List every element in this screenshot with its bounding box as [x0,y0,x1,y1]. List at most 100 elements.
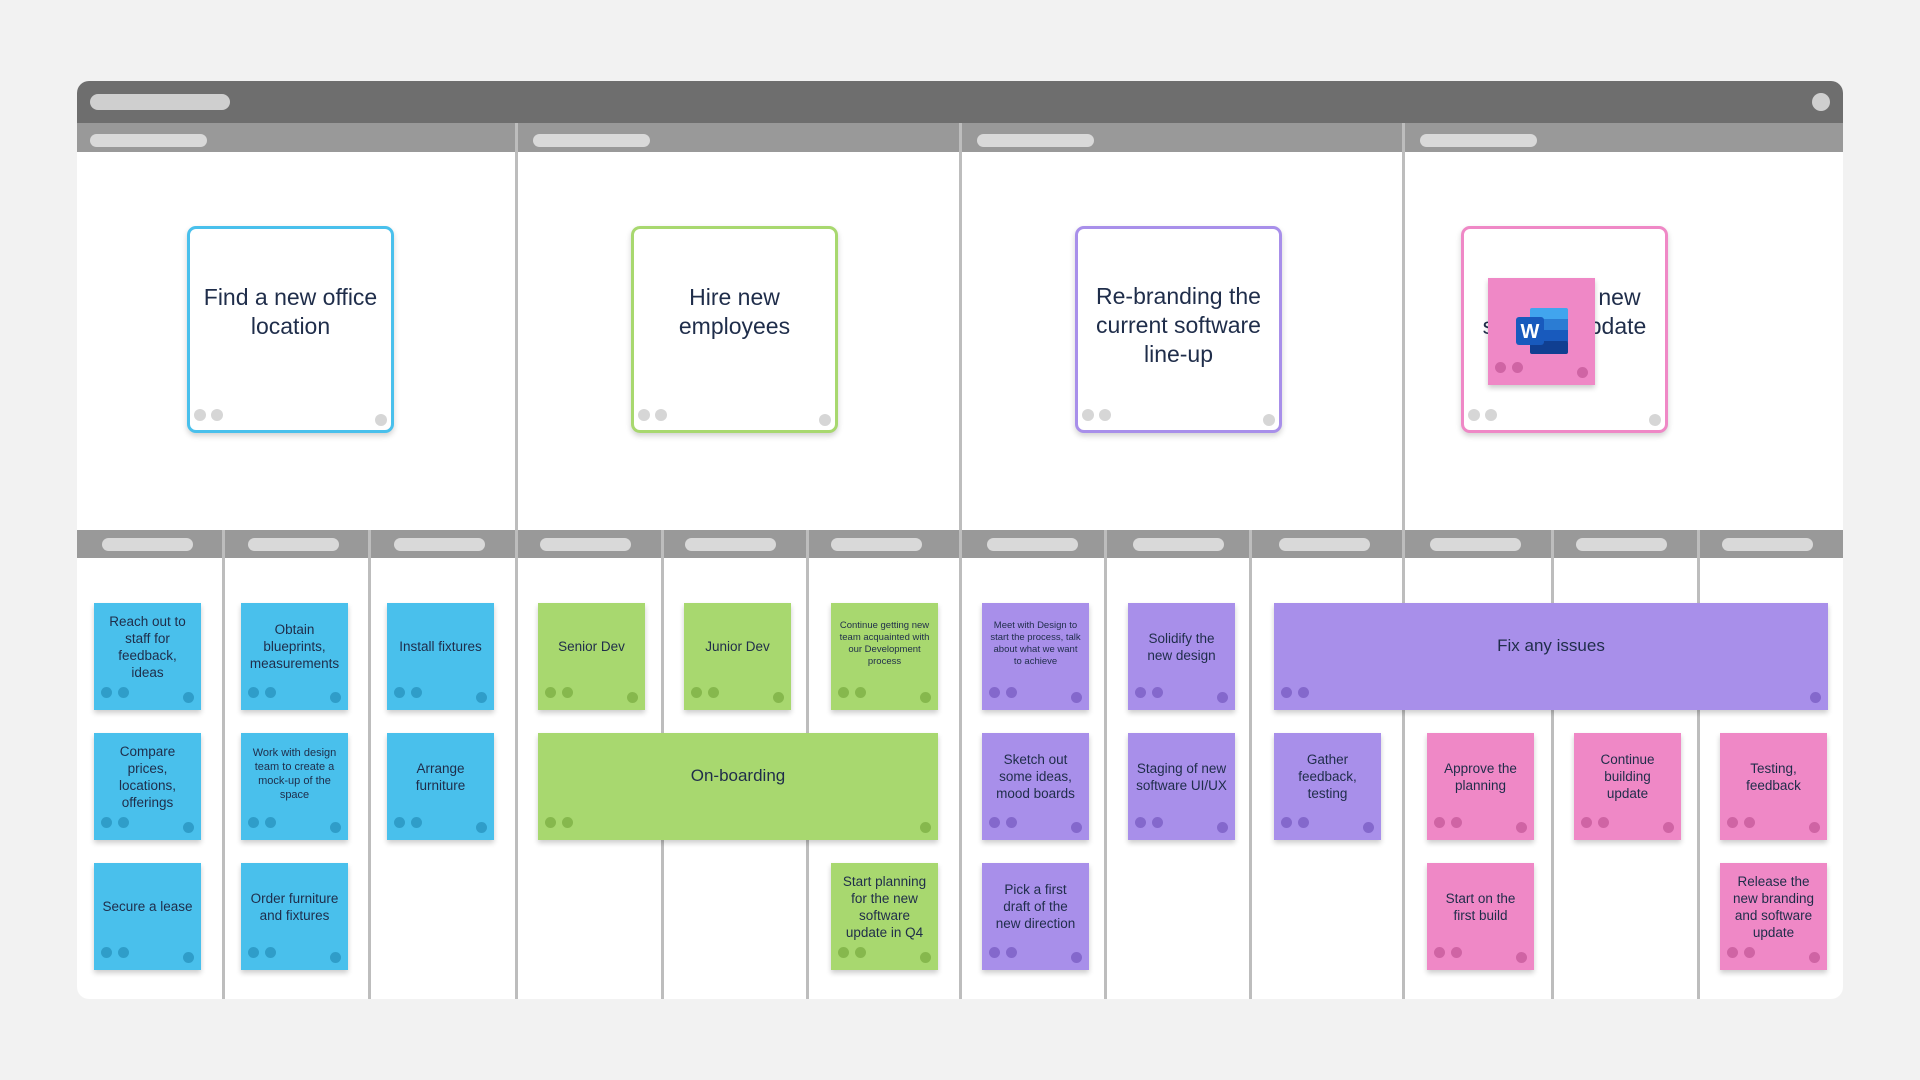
card-dot [1649,414,1661,426]
sticky-note[interactable]: Sketch out some ideas, mood boards [982,733,1089,840]
column-header-placeholder [248,538,339,551]
note-text: Solidify the new design [1147,630,1216,663]
column-header-placeholder [1133,538,1224,551]
sticky-note-wide[interactable]: Fix any issues [1274,603,1828,710]
column-header-placeholder [1576,538,1667,551]
note-text: Install fixtures [399,639,482,654]
note-text: Senior Dev [558,639,625,654]
note-text: Work with design team to create a mock-u… [252,746,337,801]
note-text: Testing, feedback [1746,760,1801,793]
column-header-placeholder [102,538,193,551]
column-divider [368,530,371,999]
sticky-note-wide[interactable]: On-boarding [538,733,938,840]
sticky-note[interactable]: Staging of new software UI/UX [1128,733,1235,840]
card-dot [211,409,223,421]
card-dot [1082,409,1094,421]
note-text: Gather feedback, testing [1298,752,1357,801]
card-dot [1099,409,1111,421]
sticky-note[interactable]: Secure a lease [94,863,201,970]
note-text: Arrange furniture [415,760,466,793]
column-header-placeholder [831,538,922,551]
sticky-note[interactable]: Approve the planning [1427,733,1534,840]
goal-title: Find a new office location [203,283,378,339]
note-text: Reach out to staff for feedback, ideas [109,613,186,680]
note-text: Pick a first draft of the new direction [995,882,1076,931]
sticky-note[interactable]: Senior Dev [538,603,645,710]
sticky-note[interactable]: Arrange furniture [387,733,494,840]
note-text: Fix any issues [1497,636,1605,655]
column-divider [222,530,225,999]
card-dot [655,409,667,421]
goal-title: Re-branding the current software line-up [1096,283,1261,367]
sticky-note[interactable]: Meet with Design to start the process, t… [982,603,1089,710]
sticky-note[interactable]: Testing, feedback [1720,733,1827,840]
note-text: On-boarding [690,766,786,785]
column-header-placeholder [1430,538,1521,551]
word-document-card[interactable]: W [1488,278,1595,385]
window-control-dot[interactable] [1812,93,1830,111]
window-title-placeholder [90,94,230,110]
lane-divider [959,123,962,999]
note-text: Sketch out some ideas, mood boards [996,752,1075,801]
lane-divider [1402,123,1405,999]
column-divider [1249,530,1252,999]
goal-card-office[interactable]: Find a new office location [187,226,394,433]
note-text: Approve the planning [1444,760,1517,793]
kanban-board: Find a new office location Hire new empl… [77,81,1843,999]
card-dot [1485,409,1497,421]
column-header-placeholder [685,538,776,551]
column-divider [1697,530,1700,999]
lane-header-placeholder [90,134,207,147]
card-dot [1468,409,1480,421]
column-header-placeholder [987,538,1078,551]
sticky-note[interactable]: Gather feedback, testing [1274,733,1381,840]
sticky-note[interactable]: Start on the first build [1427,863,1534,970]
sticky-note[interactable]: Obtain blueprints, measurements [241,603,348,710]
column-header-placeholder [1279,538,1370,551]
sticky-note[interactable]: Continue getting new team acquainted wit… [831,603,938,710]
note-text: Start on the first build [1445,890,1516,923]
goal-card-hiring[interactable]: Hire new employees [631,226,838,433]
window-titlebar [77,81,1843,123]
column-divider [1551,530,1554,999]
sticky-note[interactable]: Install fixtures [387,603,494,710]
column-header-placeholder [1722,538,1813,551]
column-header-placeholder [394,538,485,551]
svg-text:W: W [1521,321,1540,343]
note-text: Staging of new software UI/UX [1136,760,1227,793]
goal-card-rebranding[interactable]: Re-branding the current software line-up [1075,226,1282,433]
sticky-note[interactable]: Start planning for the new software upda… [831,863,938,970]
card-dot [375,414,387,426]
sticky-note[interactable]: Reach out to staff for feedback, ideas [94,603,201,710]
sticky-note[interactable]: Compare prices, locations, offerings [94,733,201,840]
microsoft-word-icon: W [1516,308,1568,354]
note-text: Start planning for the new software upda… [842,873,927,940]
column-divider [1104,530,1107,999]
lane-divider [515,123,518,999]
card-dot [194,409,206,421]
lane-header-placeholder [533,134,650,147]
note-text: Release the new branding and software up… [1732,873,1815,940]
note-text: Compare prices, locations, offerings [118,743,177,810]
note-text: Continue building update [1600,752,1655,801]
note-text: Order furniture and fixtures [250,890,339,923]
note-text: Meet with Design to start the process, t… [990,619,1081,667]
sticky-note[interactable]: Release the new branding and software up… [1720,863,1827,970]
sticky-note[interactable]: Solidify the new design [1128,603,1235,710]
sticky-note[interactable]: Pick a first draft of the new direction [982,863,1089,970]
sticky-note[interactable]: Work with design team to create a mock-u… [241,733,348,840]
goal-title: Hire new employees [678,283,791,339]
card-dot [819,414,831,426]
lane-header-placeholder [1420,134,1537,147]
note-text: Obtain blueprints, measurements [249,622,340,671]
column-header-placeholder [540,538,631,551]
sticky-note[interactable]: Order furniture and fixtures [241,863,348,970]
card-dot [1263,414,1275,426]
lane-header-placeholder [977,134,1094,147]
note-text: Secure a lease [102,899,193,914]
sticky-note[interactable]: Continue building update [1574,733,1681,840]
note-text: Junior Dev [705,639,770,654]
sticky-note[interactable]: Junior Dev [684,603,791,710]
card-dot [638,409,650,421]
note-text: Continue getting new team acquainted wit… [839,619,930,667]
